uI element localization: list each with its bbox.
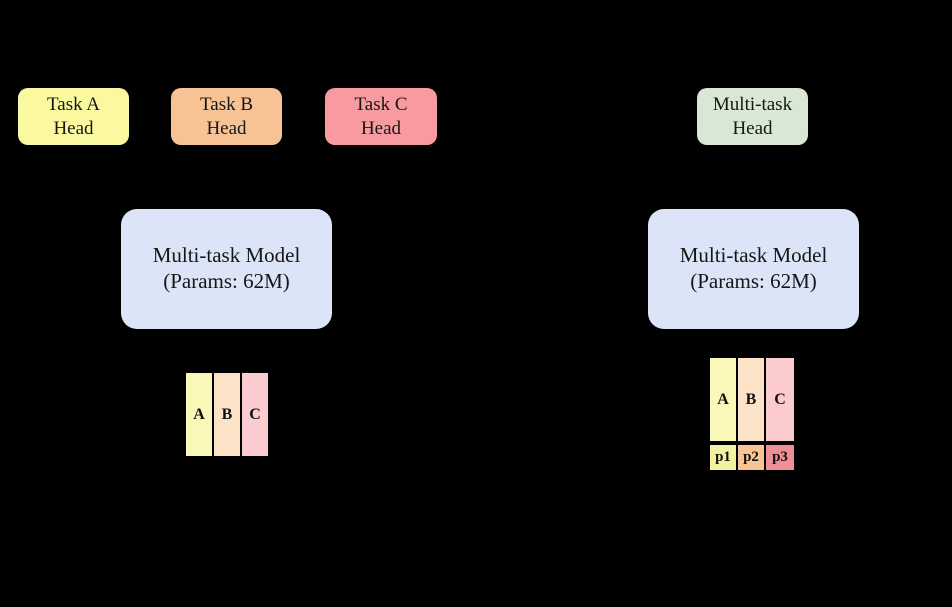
left-bar-a[interactable]: A bbox=[186, 373, 212, 456]
left-bar-a-label: A bbox=[193, 405, 205, 423]
left-model-params: (Params: 62M) bbox=[163, 269, 290, 293]
right-pbar-p3-label: p3 bbox=[772, 449, 788, 465]
right-model-title: Multi-task Model bbox=[679, 243, 828, 268]
left-bar-b-label: B bbox=[221, 405, 233, 423]
right-bar-c-label: C bbox=[774, 390, 786, 408]
right-bar-c[interactable]: C bbox=[766, 358, 794, 441]
task-a-head-line2: Head bbox=[53, 117, 94, 139]
task-b-head[interactable]: Task B Head bbox=[171, 88, 282, 145]
task-b-head-line1: Task B bbox=[199, 94, 254, 116]
task-a-head-line1: Task A bbox=[46, 94, 101, 116]
right-multi-task-model-box[interactable]: Multi-task Model (Params: 62M) bbox=[648, 209, 859, 329]
left-bar-c[interactable]: C bbox=[242, 373, 268, 456]
task-c-head-line2: Head bbox=[360, 117, 402, 139]
right-bar-a-label: A bbox=[717, 390, 729, 408]
right-pbar-p1[interactable]: p1 bbox=[710, 445, 736, 470]
multi-task-head[interactable]: Multi-task Head bbox=[697, 88, 808, 145]
right-bar-b-label: B bbox=[745, 390, 757, 408]
right-model-params: (Params: 62M) bbox=[690, 269, 817, 293]
task-c-head-line1: Task C bbox=[354, 94, 408, 116]
right-pbar-p1-label: p1 bbox=[715, 449, 731, 465]
left-model-title: Multi-task Model bbox=[152, 243, 301, 268]
right-pbar-p2[interactable]: p2 bbox=[738, 445, 764, 470]
right-bar-a[interactable]: A bbox=[710, 358, 736, 441]
left-bar-b[interactable]: B bbox=[214, 373, 240, 456]
right-pbar-p3[interactable]: p3 bbox=[766, 445, 794, 470]
multi-task-head-line1: Multi-task bbox=[712, 94, 793, 116]
right-pbar-p2-label: p2 bbox=[743, 449, 759, 465]
task-a-head[interactable]: Task A Head bbox=[18, 88, 129, 145]
left-multi-task-model-box[interactable]: Multi-task Model (Params: 62M) bbox=[121, 209, 332, 329]
right-bar-b[interactable]: B bbox=[738, 358, 764, 441]
task-c-head[interactable]: Task C Head bbox=[325, 88, 437, 145]
task-b-head-line2: Head bbox=[206, 117, 247, 139]
left-bar-c-label: C bbox=[249, 405, 261, 423]
multi-task-head-line2: Head bbox=[732, 117, 773, 139]
